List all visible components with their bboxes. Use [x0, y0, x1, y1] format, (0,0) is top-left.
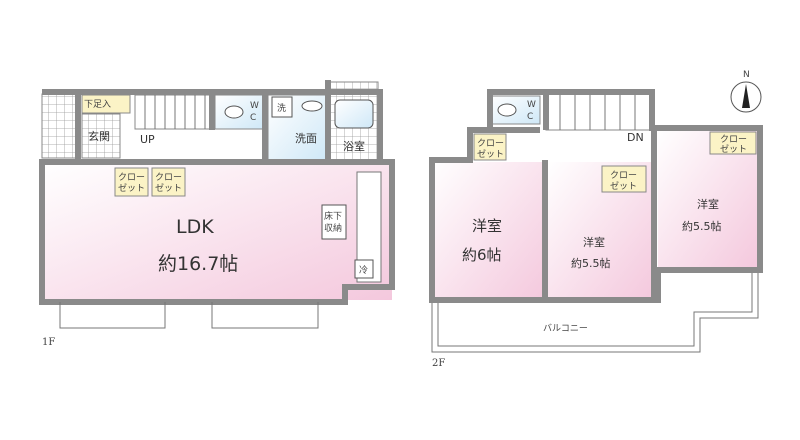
- label-dn: DN: [627, 131, 644, 144]
- label-closet2-a: クロー: [155, 172, 182, 183]
- label-washer: 洗: [277, 102, 286, 114]
- compass-label: N: [743, 70, 750, 80]
- label-wc2-w: W: [527, 100, 536, 110]
- washer-space: [271, 96, 293, 118]
- balcony: [431, 270, 759, 353]
- label-washroom: 洗面: [295, 132, 317, 145]
- label-room3-size: 約5.5帖: [682, 219, 722, 233]
- toilet-icon: [224, 105, 244, 119]
- label-balcony: バルコニー: [543, 323, 588, 334]
- floor-1: 下足入 玄関 UP W C 洗 洗面 浴室 クロー ゼット クロー ゼット 床下…: [39, 80, 395, 348]
- label-wc2-c: C: [527, 112, 533, 122]
- label-closet-b1: クロー: [610, 170, 637, 181]
- stairs-1f: [134, 94, 211, 130]
- floor-label-1f: 1F: [42, 337, 55, 348]
- sink-icon: [301, 100, 323, 112]
- label-closet-a2: ゼット: [477, 148, 504, 160]
- bathtub-icon: [334, 99, 374, 129]
- floor-label-2f: 2F: [432, 358, 445, 369]
- label-underfloor-a: 床下: [324, 210, 342, 222]
- label-room2-size: 約5.5帖: [571, 256, 611, 270]
- label-fridge: 冷: [359, 264, 368, 276]
- label-ldk-size: 約16.7帖: [158, 253, 238, 275]
- stairs-2f: [545, 91, 652, 131]
- label-room1: 洋室: [472, 217, 502, 235]
- label-closet2-b: ゼット: [155, 182, 182, 194]
- fridge-space: [354, 259, 374, 279]
- closet-2f-c: [709, 131, 757, 155]
- label-ldk: LDK: [176, 216, 214, 238]
- label-wc-c: C: [250, 113, 256, 123]
- label-up: UP: [140, 133, 155, 146]
- label-closet-a1: クロー: [477, 138, 504, 149]
- closet-1f-a: [114, 167, 149, 197]
- walls-1f: [39, 80, 395, 305]
- label-closet-c1: クロー: [720, 134, 747, 145]
- entrance-floor: [81, 113, 121, 159]
- label-closet-b2: ゼット: [610, 180, 637, 192]
- label-wc-w: W: [250, 101, 259, 111]
- closet-2f-b: [601, 165, 647, 193]
- label-closet1-b: ゼット: [118, 182, 145, 194]
- label-room3: 洋室: [697, 197, 719, 211]
- walls-2f: [429, 89, 763, 303]
- label-underfloor-b: 収納: [324, 222, 342, 234]
- label-shoe-storage: 下足入: [84, 99, 111, 110]
- closet-2f-a: [473, 133, 507, 161]
- floor-2: W C DN クロー ゼット クロー ゼット クロー ゼット 洋室 約6帖 洋室…: [429, 89, 763, 369]
- label-room1-size: 約6帖: [462, 246, 502, 264]
- underfloor-storage: [321, 204, 347, 240]
- label-closet1-a: クロー: [118, 172, 145, 183]
- label-bathroom: 浴室: [343, 139, 365, 153]
- label-room2: 洋室: [583, 235, 605, 249]
- toilet-icon: [497, 103, 517, 117]
- room-6jo: [432, 162, 544, 302]
- label-entrance: 玄関: [88, 129, 110, 143]
- north-arrow-icon: N: [730, 70, 762, 113]
- closet-1f-b: [151, 167, 186, 197]
- label-closet-c2: ゼット: [720, 143, 747, 155]
- entrance-porch: [41, 93, 77, 159]
